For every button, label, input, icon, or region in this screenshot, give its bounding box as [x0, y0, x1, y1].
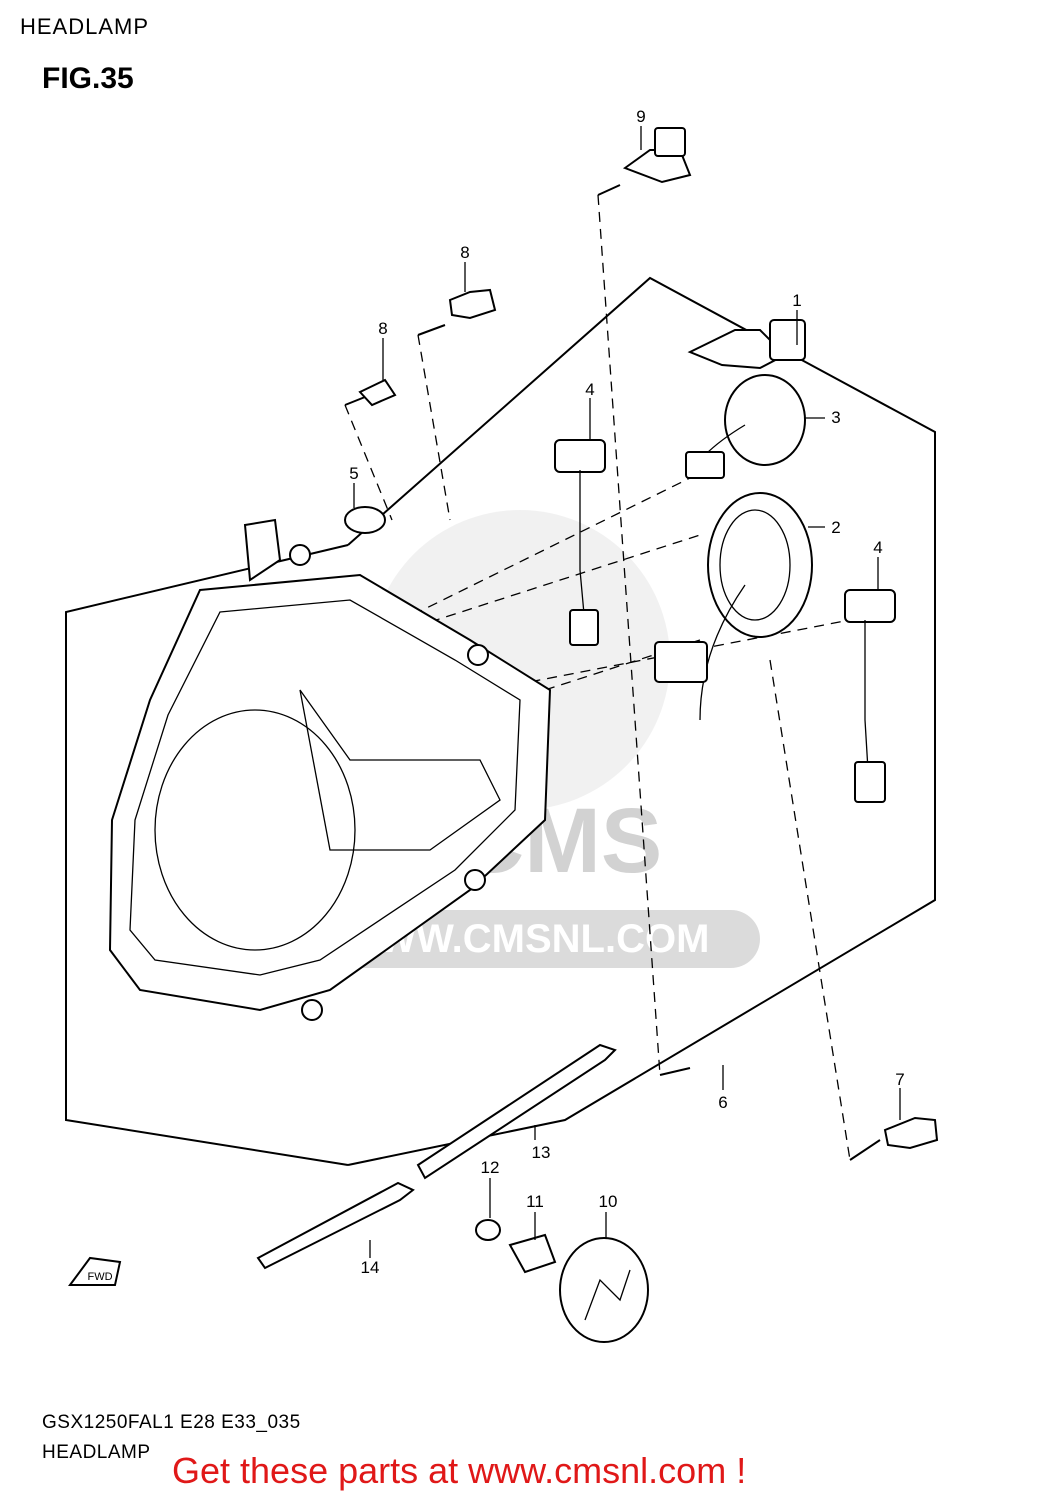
bulb-8-top	[448, 288, 497, 320]
headlamp-housing	[108, 518, 552, 1021]
callout-10: 10	[599, 1192, 618, 1211]
grommet-5	[344, 506, 386, 534]
trim-strip-13	[416, 1043, 617, 1180]
model-code: GSX1250FAL1 E28 E33_035	[42, 1412, 301, 1433]
trim-strip-14	[256, 1181, 415, 1270]
callout-1: 1	[792, 291, 801, 310]
figure-label: FIG.35	[42, 62, 134, 95]
leader-lines	[353, 126, 901, 1258]
callout-8-bottom: 7	[895, 1070, 904, 1089]
callout-14: 14	[361, 1258, 380, 1277]
socket-4-left	[554, 439, 606, 646]
footer-title: HEADLAMP	[42, 1442, 151, 1463]
callout-3: 3	[831, 408, 840, 427]
collar-11	[508, 1233, 557, 1274]
callout-11: 11	[526, 1192, 544, 1211]
callout-13: 13	[532, 1143, 551, 1162]
cta-link[interactable]: Get these parts at www.cmsnl.com !	[172, 1450, 747, 1491]
bulb-8-bottom	[883, 1116, 939, 1150]
fwd-arrow: FWD	[68, 1256, 122, 1286]
callout-2: 2	[831, 518, 840, 537]
assembly-outline	[65, 544, 349, 1166]
callout-12: 12	[481, 1158, 500, 1177]
bulb-6	[687, 319, 806, 370]
screw-9	[358, 378, 397, 407]
callout-4-left: 4	[585, 380, 594, 399]
callout-9: 8	[378, 319, 387, 338]
page-title: HEADLAMP	[20, 14, 150, 39]
callout-8-top: 8	[460, 243, 469, 262]
socket-2	[654, 492, 813, 721]
socket-4-right	[844, 589, 896, 803]
socket-3	[685, 374, 806, 479]
bulb-7	[622, 127, 692, 184]
callout-6: 6	[718, 1093, 727, 1112]
callout-5: 5	[349, 464, 358, 483]
fwd-label: FWD	[87, 1271, 112, 1283]
callout-labels: 9 8 8 1 4 3 5 2 4 6 7 13 12 11 10 14	[349, 107, 904, 1277]
callout-7: 9	[636, 107, 645, 126]
cap-10	[559, 1237, 649, 1343]
callout-4-right: 4	[873, 538, 882, 557]
washer-12	[475, 1219, 501, 1241]
